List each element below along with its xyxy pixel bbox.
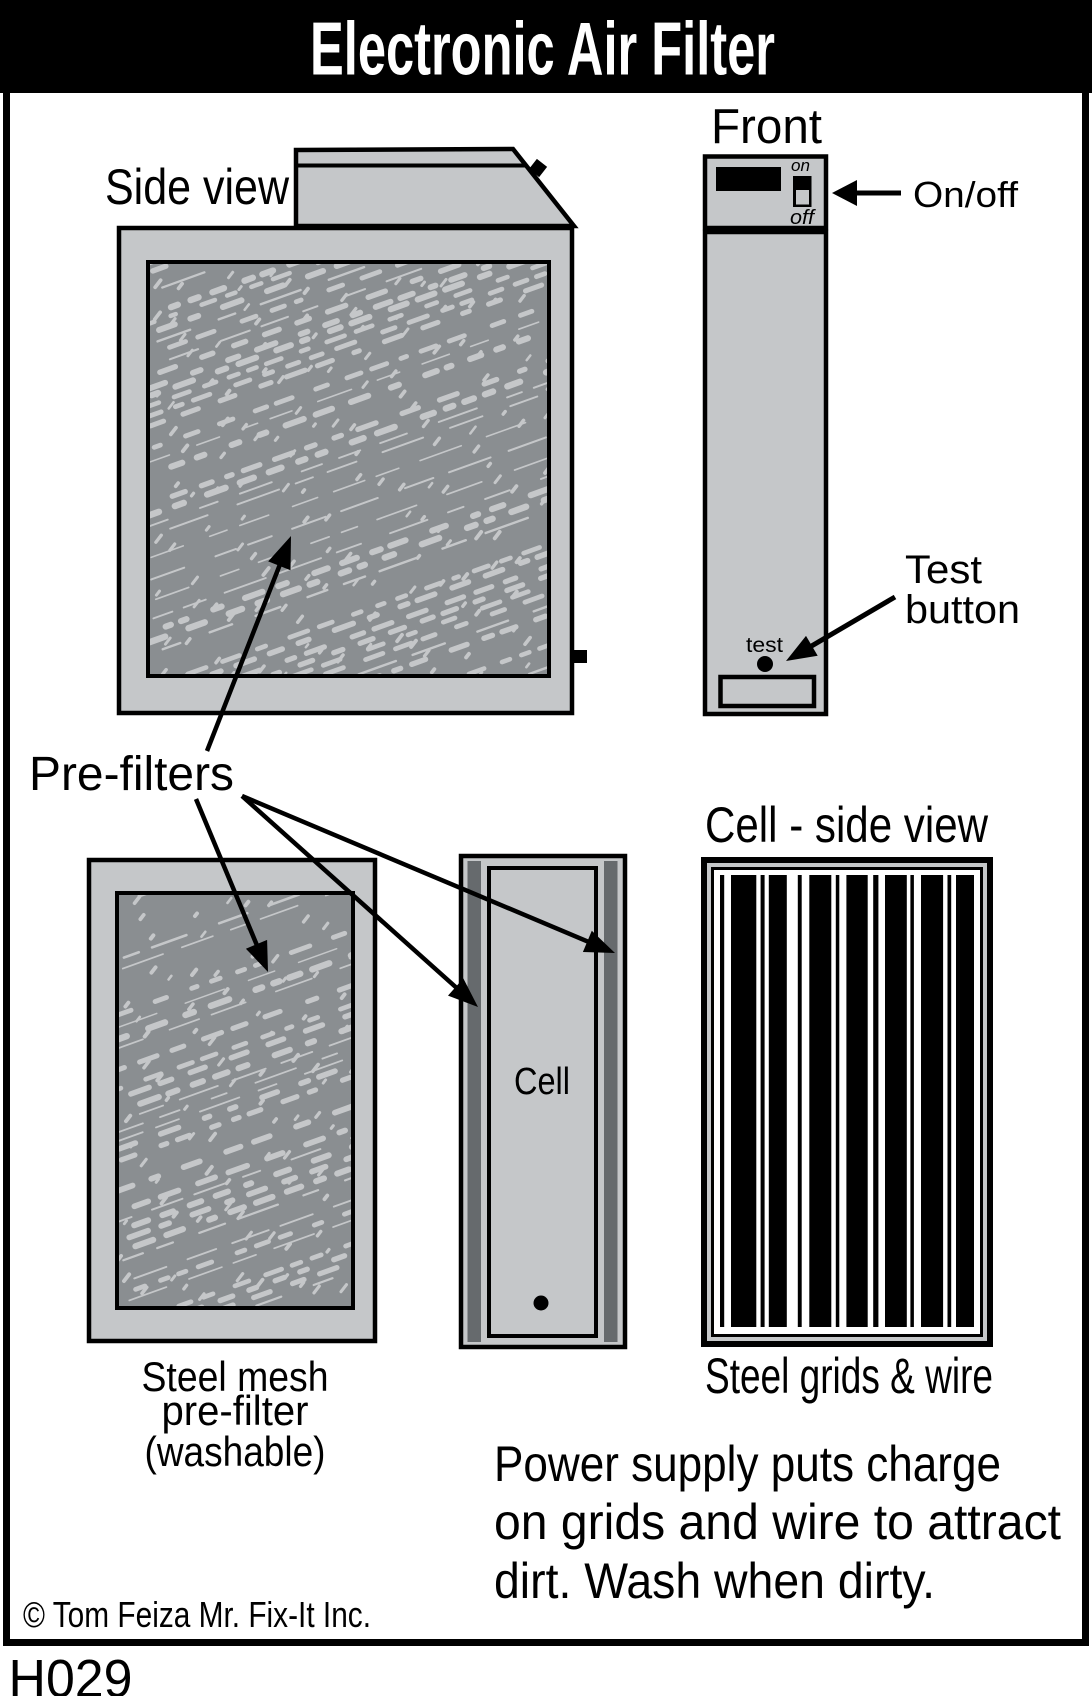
- svg-text:Cell: Cell: [514, 1061, 570, 1103]
- svg-text:on: on: [791, 156, 810, 175]
- svg-text:(washable): (washable): [145, 1428, 326, 1475]
- svg-text:Power supply puts charge: Power supply puts charge: [494, 1436, 1001, 1492]
- svg-text:button: button: [905, 588, 1020, 632]
- svg-text:Cell - side view: Cell - side view: [705, 797, 989, 853]
- svg-text:Electronic Air Filter: Electronic Air Filter: [310, 7, 775, 91]
- svg-text:H029: H029: [9, 1649, 133, 1696]
- svg-text:Steel grids & wire: Steel grids & wire: [705, 1348, 993, 1404]
- svg-text:dirt. Wash when dirty.: dirt. Wash when dirty.: [494, 1553, 935, 1609]
- svg-text:off: off: [790, 207, 817, 229]
- svg-text:Steel mesh: Steel mesh: [142, 1353, 329, 1400]
- svg-text:Side view: Side view: [105, 159, 290, 215]
- svg-text:© Tom Feiza Mr. Fix-It Inc.: © Tom Feiza Mr. Fix-It Inc.: [23, 1594, 371, 1635]
- svg-text:Test: Test: [905, 548, 982, 592]
- svg-text:on grids and wire to attract: on grids and wire to attract: [494, 1494, 1061, 1550]
- svg-text:On/off: On/off: [913, 174, 1019, 215]
- svg-text:Pre-filters: Pre-filters: [29, 748, 234, 801]
- svg-text:Front: Front: [711, 100, 822, 154]
- svg-text:pre-filter: pre-filter: [162, 1387, 309, 1434]
- svg-text:test: test: [746, 634, 783, 657]
